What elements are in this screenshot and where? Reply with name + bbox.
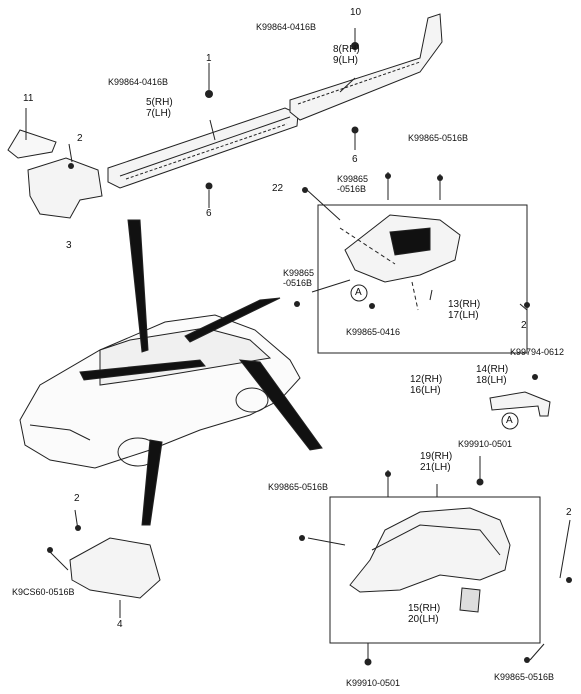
screw-2b-icon bbox=[524, 302, 530, 308]
ref-a-circle-1 bbox=[350, 284, 368, 302]
screw-mid-icon bbox=[385, 173, 391, 179]
part-code-left-a: K99865 bbox=[283, 268, 315, 278]
screw-2c-icon bbox=[566, 577, 572, 583]
part-code-k0516-bot: K99865-0516B bbox=[494, 672, 555, 682]
screw-top-right-icon bbox=[437, 175, 443, 181]
clip-0501-icon bbox=[476, 478, 484, 486]
screw-lower-top-icon bbox=[385, 471, 391, 477]
part-code-k0501-bot: K99910-0501 bbox=[346, 678, 401, 688]
callout-8: 8(RH) bbox=[333, 44, 360, 55]
clip-10-icon bbox=[351, 42, 359, 50]
screw-2a-icon bbox=[68, 163, 74, 169]
callout-15: 15(RH) bbox=[408, 603, 441, 614]
callout-11: 11 bbox=[23, 93, 34, 104]
callout-20: 20(LH) bbox=[408, 614, 439, 625]
callout-2b: 2 bbox=[521, 320, 527, 331]
callout-4: 4 bbox=[117, 619, 123, 630]
screw-22-icon bbox=[302, 187, 308, 193]
callout-7: 7(LH) bbox=[146, 108, 172, 119]
screw-2d-icon bbox=[75, 525, 81, 531]
mud-guard-front bbox=[27, 157, 103, 219]
ref-a-1: A bbox=[355, 287, 362, 298]
mud-guard-rear bbox=[69, 537, 161, 599]
callout-13: 13(RH) bbox=[448, 299, 481, 310]
callout-16: 16(LH) bbox=[410, 385, 441, 396]
screw-left-icon bbox=[294, 301, 300, 307]
callout-19: 19(RH) bbox=[420, 451, 453, 462]
screw-0612-icon bbox=[532, 374, 538, 380]
callout-18: 18(LH) bbox=[476, 375, 507, 386]
callout-3: 3 bbox=[66, 240, 72, 251]
clip-0501b-icon bbox=[364, 658, 372, 666]
callout-2c: 2 bbox=[566, 507, 572, 518]
sub-assembly-box-upper bbox=[317, 204, 528, 354]
callout-14: 14(RH) bbox=[476, 364, 509, 375]
callout-6b: 6 bbox=[352, 154, 358, 165]
clip-1-icon bbox=[205, 90, 213, 98]
callout-21: 21(LH) bbox=[420, 462, 451, 473]
callout-2a: 2 bbox=[77, 133, 83, 144]
screw-k9cs-icon bbox=[47, 547, 53, 553]
part-code-top10: K99864-0416B bbox=[256, 22, 317, 32]
wheel-house-liner bbox=[349, 507, 511, 593]
part-code-22b: -0516B bbox=[337, 184, 367, 194]
callout-6a: 6 bbox=[206, 208, 212, 219]
callout-17: 17(LH) bbox=[448, 310, 479, 321]
part-code-left-b: -0516B bbox=[283, 278, 313, 288]
callout-2d: 2 bbox=[74, 493, 80, 504]
part-code-right-top: K99865-0516B bbox=[408, 133, 469, 143]
clip-6a-icon bbox=[205, 182, 213, 190]
callout-9: 9(LH) bbox=[333, 55, 359, 66]
part-code-k0501-top: K99910-0501 bbox=[458, 439, 513, 449]
part-code-22a: K99865 bbox=[337, 174, 369, 184]
part-code-k0516-mid: K99865-0516B bbox=[268, 482, 329, 492]
bracket-14-18 bbox=[489, 391, 551, 417]
callout-1: 1 bbox=[206, 53, 212, 64]
callout-12: 12(RH) bbox=[410, 374, 443, 385]
clip-6b-icon bbox=[351, 126, 359, 134]
ref-a-2: A bbox=[506, 415, 513, 426]
part-code-k0416: K99865-0416 bbox=[346, 327, 401, 337]
ref-a-circle-2 bbox=[501, 412, 519, 430]
part-code-k0612: K99794-0612 bbox=[510, 347, 565, 357]
sill-moulding-front bbox=[107, 107, 299, 189]
callout-5: 5(RH) bbox=[146, 97, 173, 108]
screw-lower-right-icon bbox=[524, 657, 530, 663]
sub-assembly-box-lower bbox=[329, 496, 541, 644]
callout-10: 10 bbox=[350, 7, 362, 18]
screw-lower-left-icon bbox=[299, 535, 305, 541]
screw-0416-icon bbox=[369, 303, 375, 309]
part-code-k9cs: K9CS60-0516B bbox=[12, 587, 75, 597]
callout-22: 22 bbox=[272, 183, 284, 194]
part-code-top1: K99864-0416B bbox=[108, 77, 169, 87]
